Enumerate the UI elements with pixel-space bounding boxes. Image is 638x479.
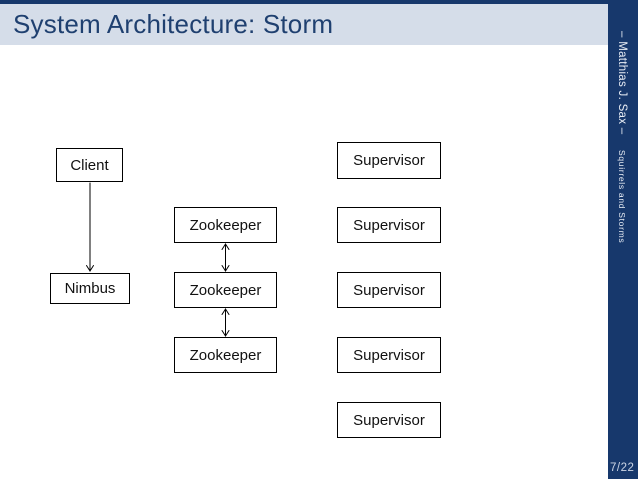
page-number: 7/22 [610, 462, 635, 474]
sidebar-author: – Matthias J. Sax – [616, 31, 628, 135]
diagram-node-zookeeper-3: Zookeeper [174, 337, 277, 373]
diagram-node-zookeeper-1: Zookeeper [174, 207, 277, 243]
diagram-arrows [86, 182, 230, 337]
diagram-node-supervisor-4: Supervisor [337, 337, 441, 373]
slide-title: System Architecture: Storm [13, 9, 334, 39]
diagram-node-nimbus: Nimbus [50, 273, 130, 304]
diagram-node-supervisor-1: Supervisor [337, 142, 441, 179]
diagram-node-supervisor-2: Supervisor [337, 207, 441, 243]
diagram-node-supervisor-5: Supervisor [337, 402, 441, 438]
top-stripe [0, 0, 638, 4]
diagram-node-zookeeper-2: Zookeeper [174, 272, 277, 308]
sidebar-subtitle: Squirrels and Storms [617, 149, 627, 244]
title-band: System Architecture: Storm [0, 4, 608, 45]
sidebar-rotated-text: – Matthias J. Sax – Squirrels and Storms [614, 0, 632, 479]
sidebar: – Matthias J. Sax – Squirrels and Storms [608, 0, 638, 479]
diagram-node-client: Client [56, 148, 123, 182]
diagram-node-supervisor-3: Supervisor [337, 272, 441, 308]
